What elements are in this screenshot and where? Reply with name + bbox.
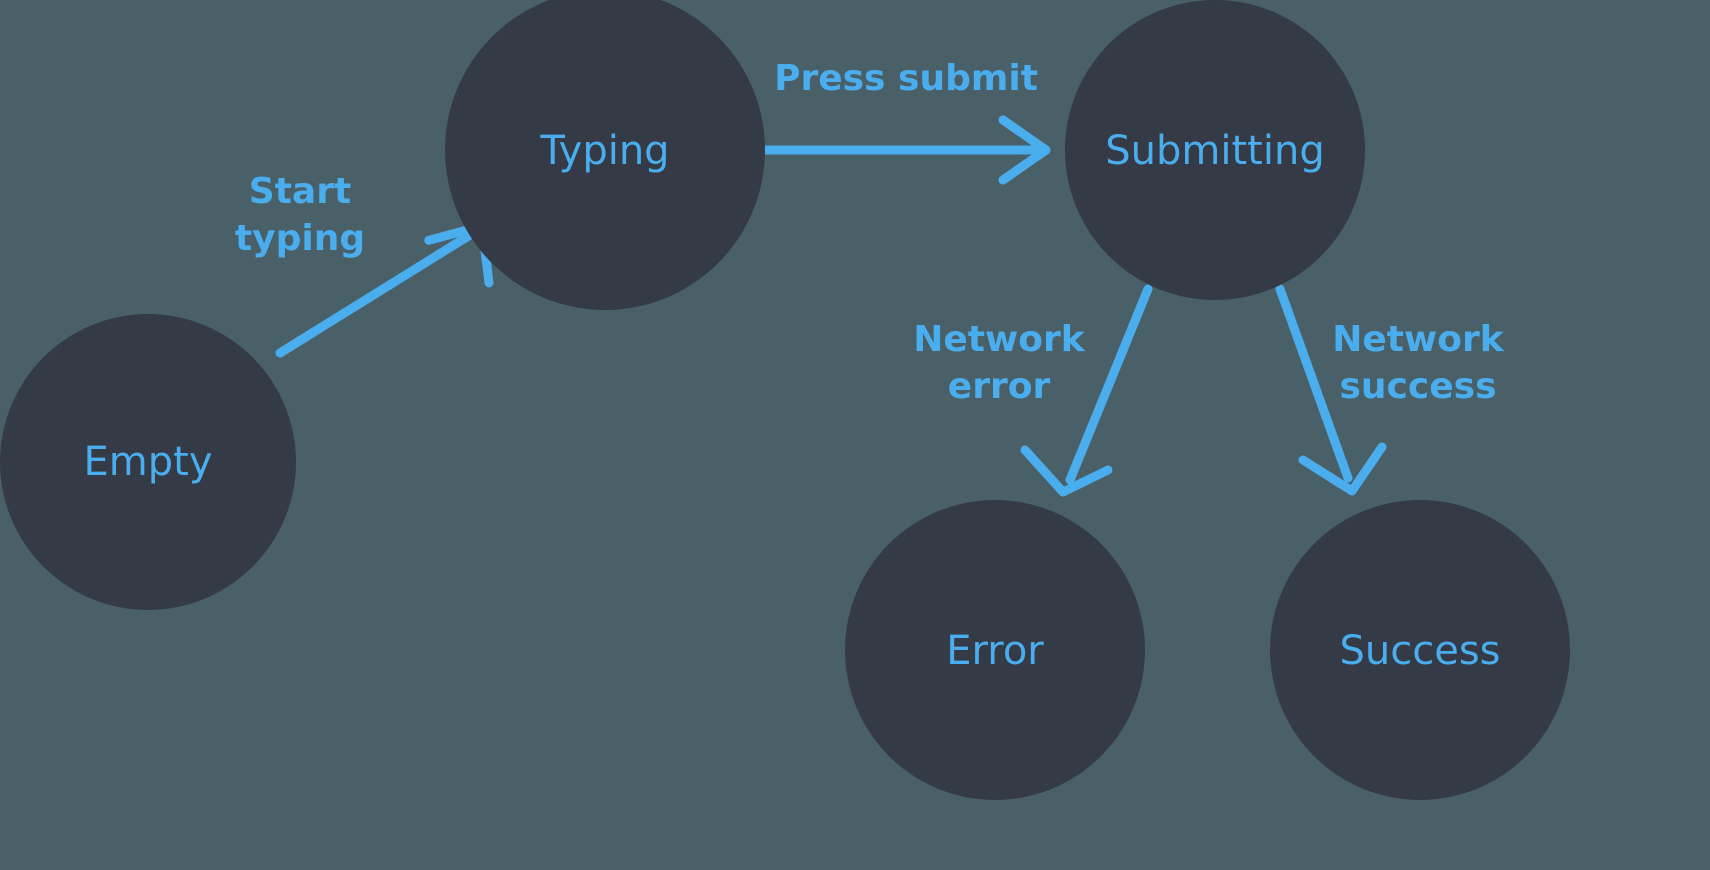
edge-start-typing-line	[275, 230, 475, 358]
edge-network-error	[1020, 284, 1153, 497]
state-node-empty-circle[interactable]	[0, 314, 296, 610]
state-node-submitting-label: Submitting	[1105, 128, 1324, 174]
edge-network-success-line	[1275, 284, 1353, 483]
state-node-error-circle[interactable]	[845, 500, 1145, 800]
edge-label-start-typing-line1: Start	[249, 171, 351, 212]
state-node-submitting[interactable]: Submitting	[1065, 0, 1365, 300]
edge-label-press-submit: Press submit	[774, 58, 1038, 99]
state-node-typing[interactable]: Typing	[445, 0, 765, 310]
edge-network-success	[1275, 284, 1387, 496]
edge-label-network-error-line2: error	[948, 366, 1051, 407]
edge-label-network-success-line1: Network	[1332, 319, 1504, 360]
edge-network-error-line	[1065, 284, 1153, 485]
state-node-success[interactable]: Success	[1270, 500, 1570, 800]
edge-label-start-typing-line2: typing	[235, 218, 365, 259]
state-node-error-label: Error	[946, 628, 1044, 674]
edge-press-submit-arrowhead	[998, 115, 1051, 185]
state-node-typing-circle[interactable]	[445, 0, 765, 310]
edge-label-network-success-line2: success	[1339, 366, 1496, 407]
state-node-typing-label: Typing	[539, 128, 669, 174]
edge-network-success-arrowhead	[1298, 442, 1387, 496]
edge-press-submit	[760, 115, 1051, 185]
state-node-success-label: Success	[1339, 628, 1500, 674]
state-node-submitting-circle[interactable]	[1065, 0, 1365, 300]
edge-network-error-arrowhead	[1020, 445, 1113, 497]
state-node-empty[interactable]: Empty	[0, 314, 296, 610]
state-node-success-circle[interactable]	[1270, 500, 1570, 800]
state-node-error[interactable]: Error	[845, 500, 1145, 800]
state-node-empty-label: Empty	[84, 439, 213, 485]
edge-label-network-error-line1: Network	[913, 319, 1085, 360]
